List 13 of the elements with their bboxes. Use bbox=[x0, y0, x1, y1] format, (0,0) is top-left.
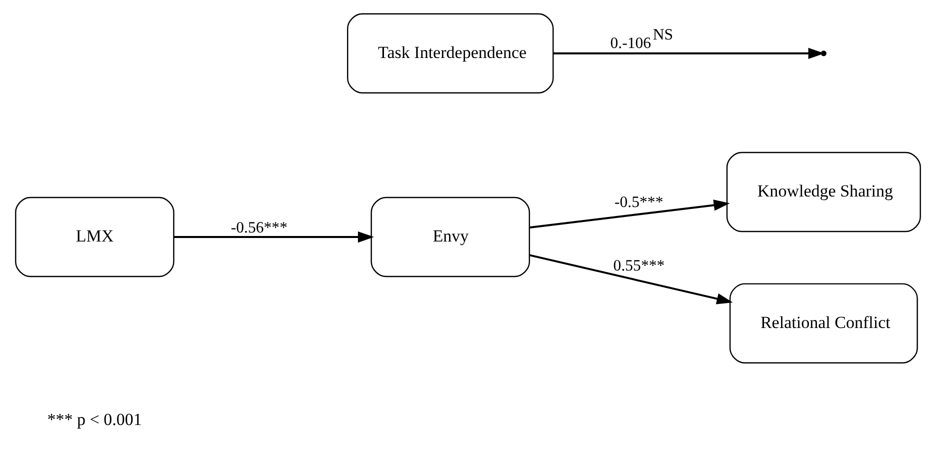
edge-label: -0.5*** bbox=[614, 194, 663, 211]
arrow bbox=[552, 47, 824, 59]
edge-label: -0.56*** bbox=[230, 219, 287, 236]
arrow bbox=[529, 254, 732, 304]
node-box: LMX bbox=[14, 196, 174, 277]
node-box: Knowledge Sharing bbox=[726, 151, 920, 232]
arrow bbox=[173, 230, 374, 242]
node-box: Envy bbox=[370, 196, 530, 277]
node-box: Relational Conflict bbox=[728, 282, 918, 363]
node-box: Task Interdependence bbox=[346, 12, 554, 94]
arrow bbox=[529, 199, 730, 228]
edge-label: 0.55*** bbox=[612, 256, 664, 274]
label: *** p < 0.001 bbox=[46, 410, 142, 429]
